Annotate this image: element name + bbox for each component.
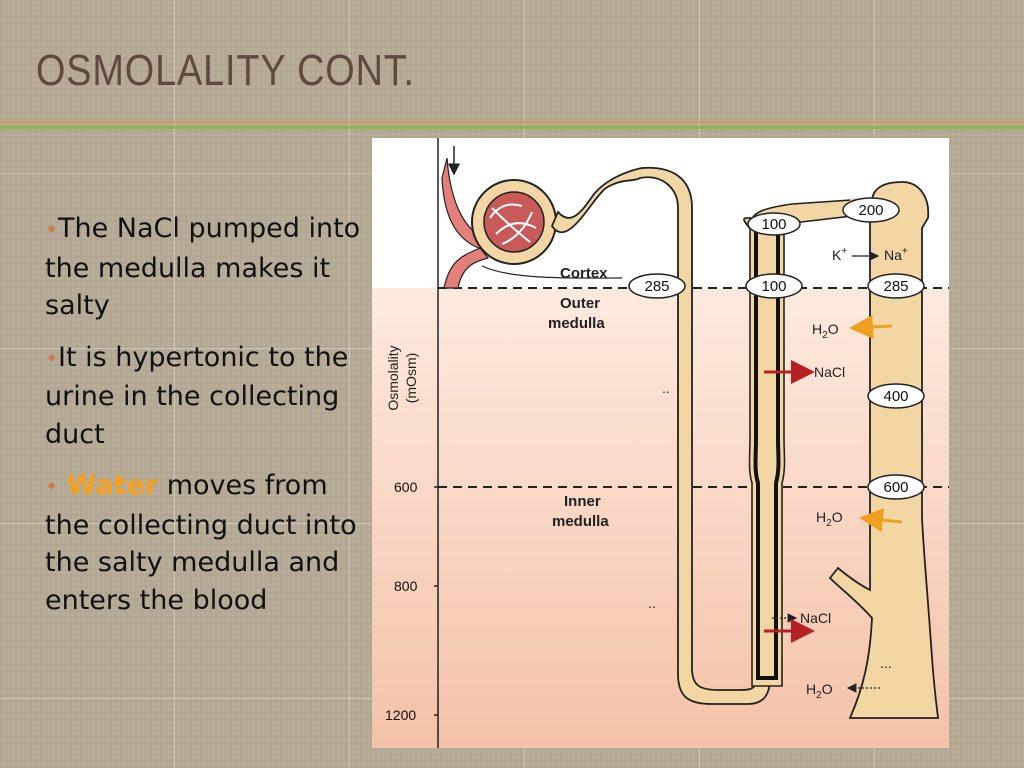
h2o-label: H2O [816,508,903,533]
svg-text:NaCl: NaCl [800,610,831,626]
bullet-item: • Water moves from the collecting duct i… [45,467,365,619]
medulla-background [372,288,949,748]
region-label-outer: medulla [548,315,605,332]
title-rule-orange [0,121,1024,123]
osm-oval: 600 [867,474,925,500]
y-axis-label: Osmolality (mOsm) [385,345,419,410]
glomerulus-capillaries [489,203,537,245]
glomerulus [483,191,545,253]
na-ion-label: Na+ [884,246,908,263]
nephron-diagram: 600 800 1200 Osmolality (mOsm) .. .. ...… [372,138,949,748]
y-axis-label-line1: Osmolality [385,345,401,410]
region-label-outer: Outer [560,295,600,312]
svg-text:H2O: H2O [816,509,843,529]
y-tick-label: 1200 [385,707,416,723]
osm-value: 100 [761,278,786,295]
bullet-text: The NaCl pumped into the medulla makes i… [45,213,361,321]
osm-value: 100 [761,216,786,233]
svg-text:H2O: H2O [806,681,833,701]
water-arrow [859,508,903,533]
flow-dots: .. [662,380,670,396]
osm-oval: 285 [867,273,925,299]
region-label-cortex: Cortex [560,265,608,282]
slide-title: OSMOLALITY CONT. [36,46,415,95]
flow-dots: ... [880,655,892,671]
ascending-limb-thick-wall [753,228,781,680]
osm-oval: 100 [745,273,803,299]
y-tick-label: 800 [394,578,418,594]
efferent-arteriole [443,247,490,289]
title-rule-green [0,126,1024,129]
bullet-text: moves from the collecting duct into the … [45,470,357,616]
osm-oval: 200 [842,197,900,223]
bullet-item: •It is hypertonic to the urine in the co… [45,339,365,454]
osm-oval: 285 [628,273,686,299]
osm-value: 600 [883,479,908,496]
osm-value: 400 [883,388,908,405]
flow-dots: .. [648,595,656,611]
osm-oval: 400 [867,383,925,409]
k-ion-label: K+ [832,246,847,263]
nacl-label: NaCl [764,360,845,384]
region-label-inner: medulla [552,513,609,530]
osm-value: 285 [644,278,669,295]
osm-value: 285 [883,278,908,295]
bullet-dot-icon: • [45,475,58,500]
h2o-label: H2O [812,314,893,341]
osm-value: 200 [858,202,883,219]
bullet-item: •The NaCl pumped into the medulla makes … [45,210,365,325]
nephron-svg: 600 800 1200 Osmolality (mOsm) .. .. ...… [372,138,949,748]
bullet-text: It is hypertonic to the urine in the col… [45,341,349,450]
water-arrow [849,314,893,339]
collecting-duct [828,181,939,719]
bullet-dot-icon: • [45,218,58,243]
svg-text:H2O: H2O [812,321,839,341]
osm-oval: 100 [747,212,801,236]
bullet-dot-icon: • [45,346,58,372]
highlight-water: Water [66,470,159,501]
nacl-label: NaCl [764,610,831,643]
h2o-label: H2O [806,681,880,701]
svg-text:NaCl: NaCl [814,364,845,380]
cortex-surface-line [481,265,623,279]
y-axis-label-line2: (mOsm) [403,353,419,404]
bullet-list: •The NaCl pumped into the medulla makes … [45,210,365,633]
y-tick-label: 600 [394,479,418,495]
region-label-inner: Inner [564,493,601,510]
